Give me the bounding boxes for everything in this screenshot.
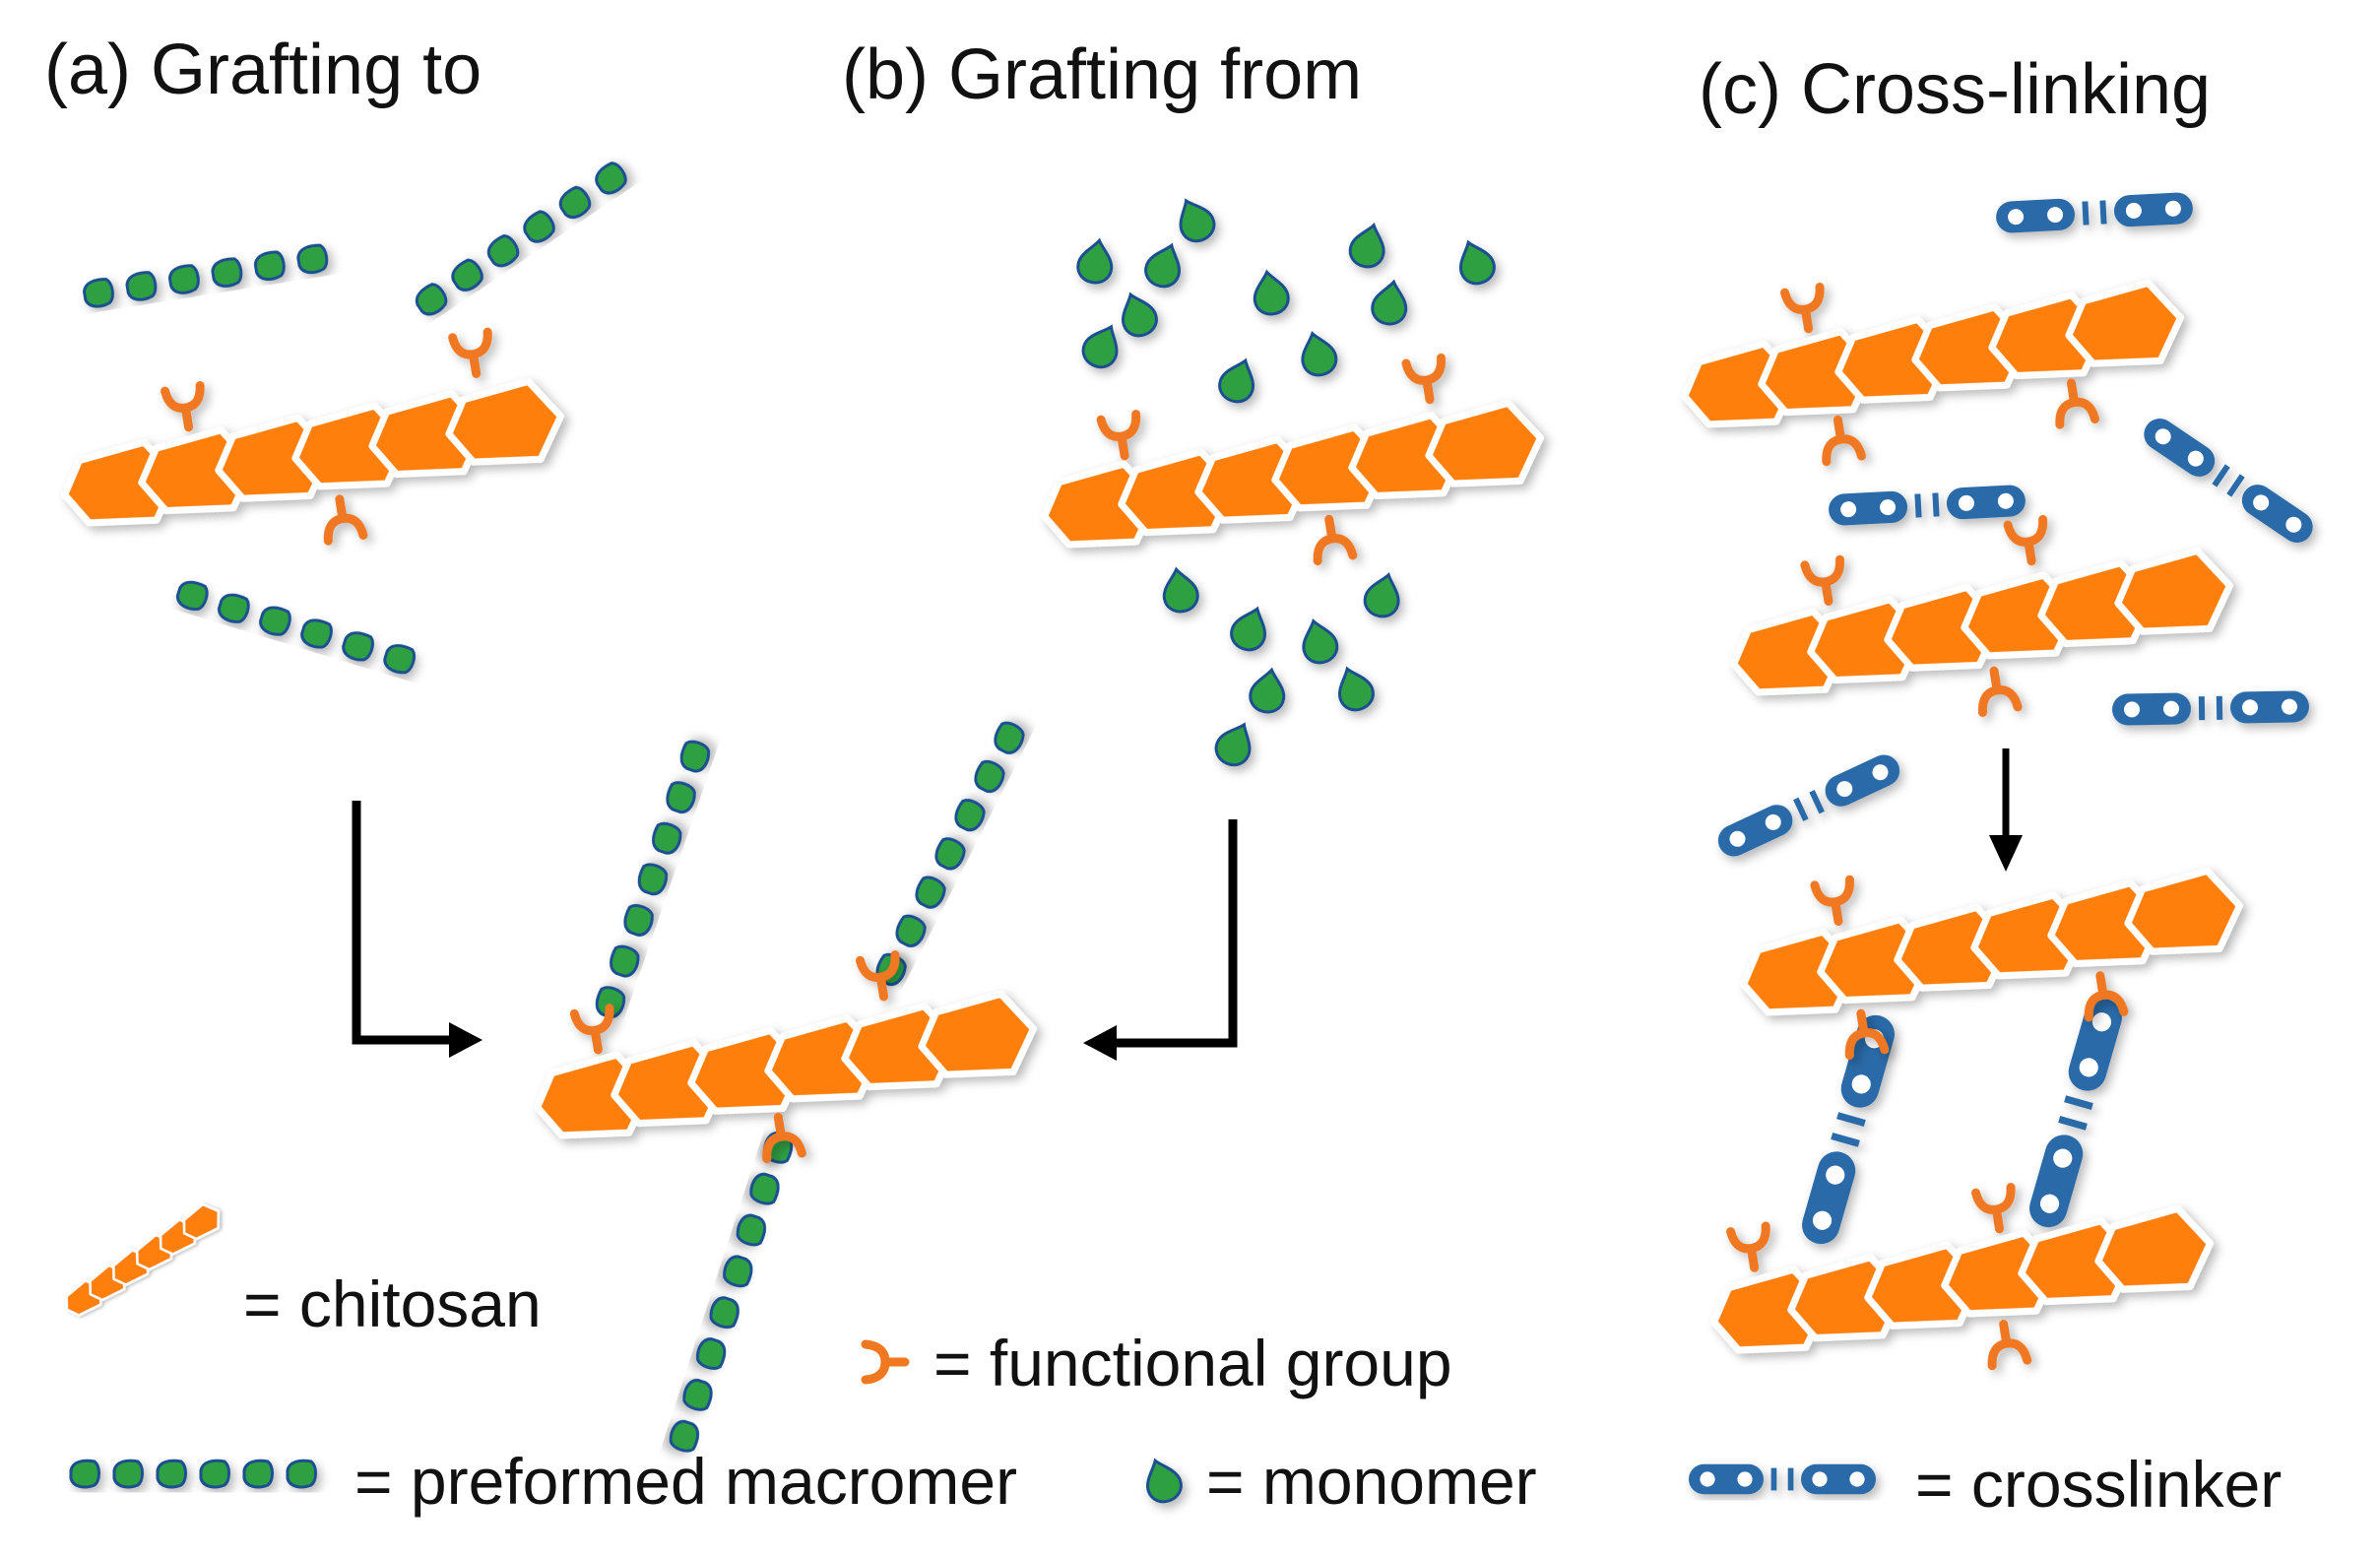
grafted-macromer: [666, 1129, 797, 1456]
macromer-chain: [81, 242, 331, 310]
arrow-cross-linking: [1989, 748, 2023, 872]
panel-c-title: (c) Cross-linking: [1699, 50, 2211, 129]
crosslinked-chitosan: [1730, 820, 2253, 1071]
legend-crosslinker: = crosslinker: [1915, 1448, 2282, 1521]
crosslinker-bridge: [1797, 994, 2127, 1249]
macromer-chain: [411, 159, 632, 321]
monomer-legend-icon: [1137, 1453, 1188, 1508]
grafted-macromer: [870, 718, 1029, 990]
panel-b-title: (b) Grafting from: [842, 35, 1362, 114]
chitosan-chain: [1671, 232, 2194, 483]
arrow-grafting-to: [352, 801, 482, 1058]
arrow-grafting-from: [1083, 819, 1238, 1061]
legend-monomer: = monomer: [1206, 1445, 1537, 1518]
crosslinker: [1712, 191, 2319, 862]
grafted-macromer: [591, 737, 714, 1021]
chitosan-chain: [1030, 345, 1555, 603]
legend-macromer: = preformed macromer: [354, 1445, 1017, 1518]
macromer-chain: [173, 577, 418, 678]
crosslinked-chitosan: [1701, 1158, 2223, 1408]
chitosan-chain: [50, 323, 575, 581]
macromer-legend-icon: [69, 1459, 317, 1489]
chitosan-legend-icon: [57, 1198, 227, 1324]
legend-functional-group: = functional group: [933, 1327, 1452, 1399]
panel-a-title: (a) Grafting to: [44, 31, 482, 109]
functional-group-legend-icon: [866, 1344, 905, 1380]
legend-chitosan: = chitosan: [243, 1267, 542, 1340]
crosslinker-legend-icon: [1689, 1463, 1876, 1495]
